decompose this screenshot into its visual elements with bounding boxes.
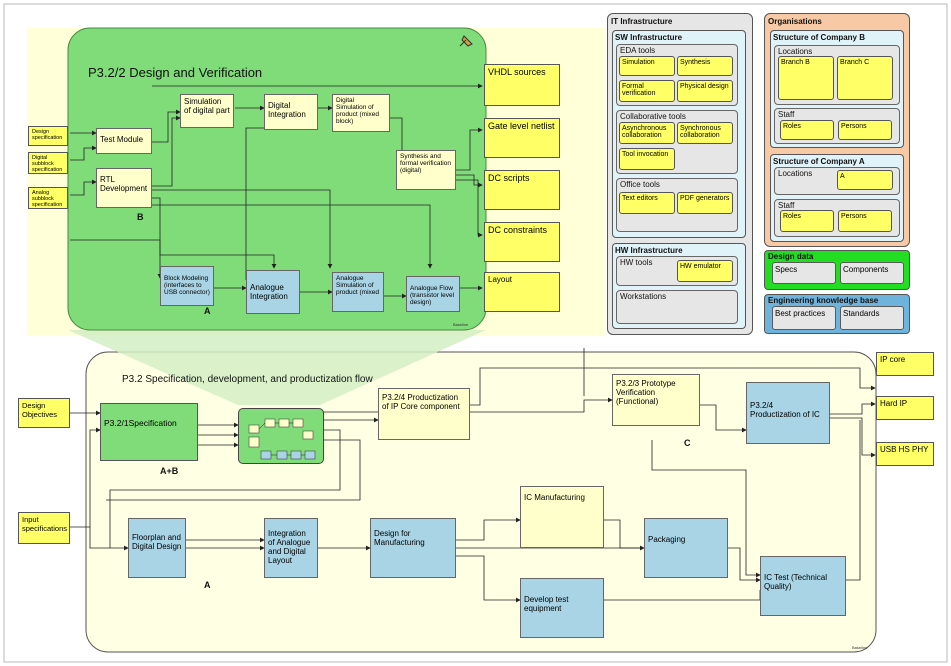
design-data-specs[interactable]: Specs — [772, 262, 836, 284]
workstations-group — [616, 290, 738, 324]
ic-manufacturing-box[interactable]: IC Manufacturing — [520, 486, 604, 548]
company-a-roles[interactable]: Roles — [780, 210, 834, 232]
specification-box[interactable]: P3.2/1Specification — [100, 403, 198, 461]
output-dc-scripts[interactable]: DC scripts — [484, 170, 560, 210]
analogue-sim-box[interactable]: Analogue Simulation of product (mixed — [332, 272, 384, 312]
collab-async[interactable]: Asynchronous collaboration — [619, 122, 675, 144]
company-b-persons[interactable]: Persons — [838, 120, 892, 140]
marker-b: B — [137, 212, 144, 222]
ekb-best-practices[interactable]: Best practices — [772, 306, 836, 330]
company-a-title: Structure of Company A — [773, 157, 865, 166]
company-a-staff-title: Staff — [778, 201, 795, 210]
synthesis-formal-box[interactable]: Synthesis and formal verification (digit… — [396, 150, 456, 190]
eda-formal-verification[interactable]: Formal verification — [619, 80, 675, 102]
company-b-staff-title: Staff — [778, 110, 795, 119]
simulation-digital-box[interactable]: Simulation of digital part — [180, 94, 234, 128]
analogue-flow-box[interactable]: Analogue Flow (transistor level design) — [406, 276, 460, 312]
zoom-funnel — [68, 330, 486, 405]
pin-icon — [458, 34, 474, 48]
panel-title: P3.2/2 Design and Verification — [88, 65, 263, 80]
test-module-box[interactable]: Test Module — [96, 128, 152, 154]
outer-frame — [3, 3, 948, 663]
sw-title: SW Infrastructure — [615, 33, 683, 42]
output-usb-hs-phy[interactable]: USB HS PHY — [876, 442, 934, 466]
productization-ic-box[interactable]: P3.2/4 Productization of IC — [746, 382, 830, 444]
analogue-integration-box[interactable]: Analogue Integration — [246, 270, 300, 314]
it-title: IT Infrastructure — [611, 17, 673, 26]
ekb-standards[interactable]: Standards — [840, 306, 904, 330]
digital-integration-box[interactable]: Digital Integration — [264, 94, 318, 130]
floorplan-digital-design-box[interactable]: Floorplan and Digital Design — [128, 518, 186, 578]
marker-a-bottom: A — [204, 580, 211, 590]
output-gate-level-netlist[interactable]: Gate level netlist — [484, 118, 560, 158]
marker-a-top: A — [204, 306, 211, 316]
engineering-kb-title: Engineering knowledge base — [768, 296, 879, 305]
input-digital-subblock-spec[interactable]: Digital subblock specification — [28, 152, 68, 174]
eda-synthesis[interactable]: Synthesis — [677, 56, 733, 76]
prototype-verification-box[interactable]: P3.2/3 Prototype Verification (Functiona… — [612, 374, 700, 426]
integration-analogue-digital-box[interactable]: Integration of Analogue and Digital Layo… — [264, 518, 318, 578]
workstations-title: Workstations — [620, 292, 667, 301]
company-b-title: Structure of Company B — [773, 33, 866, 42]
marker-a-plus-b: A+B — [160, 466, 179, 476]
develop-test-equipment-box[interactable]: Develop test equipment — [520, 578, 604, 638]
design-verification-thumbnail[interactable] — [238, 408, 324, 464]
company-b-locations-title: Locations — [778, 47, 813, 56]
eda-physical-design[interactable]: Physical design — [677, 80, 733, 102]
output-ip-core[interactable]: IP core — [876, 352, 934, 376]
digital-sim-product-box[interactable]: Digital Simulation of product (mixed blo… — [332, 94, 390, 132]
company-b-roles[interactable]: Roles — [780, 120, 834, 140]
productization-ip-core-box[interactable]: P3.2/4 Productization of IP Core compone… — [378, 388, 470, 440]
watermark-bottom: Baseline — [852, 645, 868, 650]
output-dc-constraints[interactable]: DC constraints — [484, 222, 560, 262]
marker-c: C — [684, 438, 691, 448]
design-data-components[interactable]: Components — [840, 262, 904, 284]
hw-title: HW Infrastructure — [615, 246, 683, 255]
design-for-manufacturing-box[interactable]: Design for Manufacturing — [370, 518, 456, 578]
watermark-top: Baseline — [453, 322, 469, 327]
eda-simulation[interactable]: Simulation — [619, 56, 675, 76]
input-design-objectives[interactable]: Design Objectives — [18, 398, 70, 428]
office-title: Office tools — [620, 180, 660, 189]
collab-title: Collaborative tools — [620, 112, 686, 121]
flow-title: P3.2 Specification, development, and pro… — [122, 374, 373, 385]
branch-c[interactable]: Branch C — [837, 56, 893, 100]
rtl-development-box[interactable]: RTL Development — [96, 168, 152, 208]
input-input-specifications[interactable]: Input specifications — [18, 512, 70, 544]
ic-test-box[interactable]: IC Test (Technical Quality) — [760, 556, 846, 616]
company-a-location-a[interactable]: A — [837, 170, 893, 190]
org-title: Organisations — [768, 17, 822, 26]
input-design-specification[interactable]: Design specification — [28, 126, 68, 146]
company-a-locations-title: Locations — [778, 169, 813, 178]
branch-b[interactable]: Branch B — [778, 56, 834, 100]
hw-emulator[interactable]: HW emulator — [677, 260, 733, 282]
office-text-editors[interactable]: Text editors — [619, 192, 675, 214]
company-a-persons[interactable]: Persons — [838, 210, 892, 232]
packaging-box[interactable]: Packaging — [644, 518, 728, 578]
design-data-title: Design data — [768, 252, 814, 261]
eda-title: EDA tools — [620, 46, 656, 55]
block-modeling-box[interactable]: Block Modeling (interfaces to USB connec… — [160, 266, 214, 306]
office-pdf-generators[interactable]: PDF generators — [677, 192, 733, 214]
output-hard-ip[interactable]: Hard IP — [876, 396, 934, 420]
collab-tool-invocation[interactable]: Tool invocation — [619, 148, 675, 170]
output-layout[interactable]: Layout — [484, 272, 560, 312]
hw-tools-title: HW tools — [620, 258, 653, 267]
collab-sync[interactable]: Synchronous collaboration — [677, 122, 733, 144]
output-vhdl-sources[interactable]: VHDL sources — [484, 64, 560, 106]
input-analog-subblock-spec[interactable]: Analog subblock specification — [28, 187, 68, 209]
